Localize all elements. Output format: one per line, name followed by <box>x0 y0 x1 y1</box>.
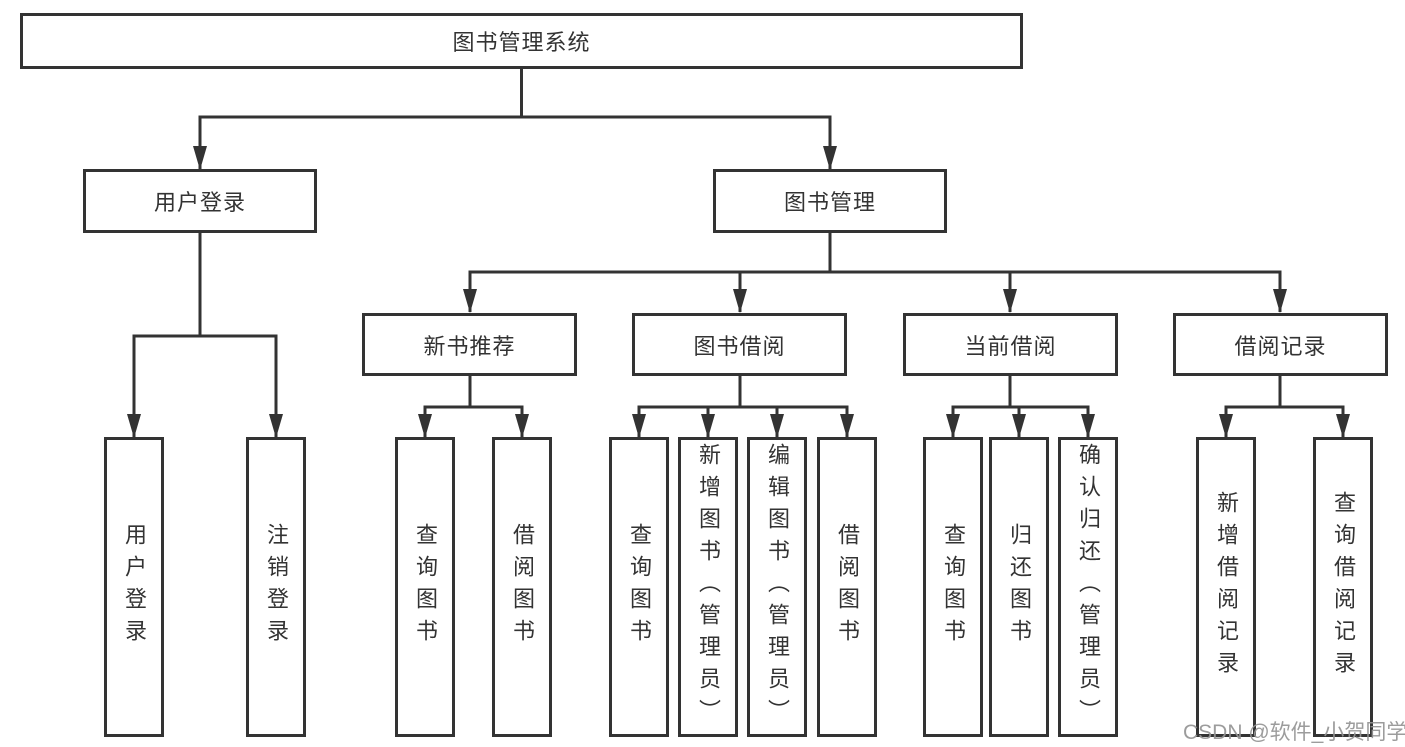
node-cb-confirm-return-admin-label: 确认归还（管理员） <box>1076 443 1101 731</box>
node-root-label: 图书管理系统 <box>452 30 591 55</box>
watermark: CSDN @软件_小贺同学 <box>1183 721 1405 744</box>
node-current-borrow: 当前借阅 <box>903 313 1118 376</box>
node-current-borrow-label: 当前借阅 <box>964 333 1057 359</box>
node-br-add-record-label: 新增借阅记录 <box>1214 491 1239 683</box>
node-root: 图书管理系统 <box>20 13 1023 69</box>
node-book-borrow-label: 图书借阅 <box>693 333 786 359</box>
node-br-query-record-label: 查询借阅记录 <box>1331 491 1356 683</box>
node-bb-borrow-books: 借阅图书 <box>817 437 877 737</box>
node-cb-query-books: 查询图书 <box>923 437 983 737</box>
node-bb-add-books-admin: 新增图书（管理员） <box>678 437 738 737</box>
node-bb-add-books-admin-label: 新增图书（管理员） <box>696 443 721 731</box>
node-book-management: 图书管理 <box>713 169 947 233</box>
node-cb-confirm-return-admin: 确认归还（管理员） <box>1058 437 1118 737</box>
node-br-add-record: 新增借阅记录 <box>1196 437 1256 737</box>
node-nbr-query-books-label: 查询图书 <box>413 523 438 651</box>
node-bb-borrow-books-label: 借阅图书 <box>835 523 860 651</box>
node-nbr-borrow-books: 借阅图书 <box>492 437 552 737</box>
node-leaf-user-login-label: 用户登录 <box>122 523 147 651</box>
node-leaf-user-login: 用户登录 <box>104 437 164 737</box>
node-bb-query-books-label: 查询图书 <box>627 523 652 651</box>
node-nbr-query-books: 查询图书 <box>395 437 455 737</box>
node-book-management-label: 图书管理 <box>783 190 876 215</box>
node-br-query-record: 查询借阅记录 <box>1313 437 1373 737</box>
node-borrow-record: 借阅记录 <box>1173 313 1388 376</box>
node-leaf-logout: 注销登录 <box>246 437 306 737</box>
node-new-book-recommend-label: 新书推荐 <box>423 333 516 359</box>
node-leaf-logout-label: 注销登录 <box>264 523 289 651</box>
node-new-book-recommend: 新书推荐 <box>362 313 577 376</box>
node-user-login: 用户登录 <box>83 169 317 233</box>
node-borrow-record-label: 借阅记录 <box>1234 333 1327 359</box>
node-bb-edit-books-admin-label: 编辑图书（管理员） <box>765 443 790 731</box>
node-cb-return-books: 归还图书 <box>989 437 1049 737</box>
node-cb-query-books-label: 查询图书 <box>941 523 966 651</box>
node-nbr-borrow-books-label: 借阅图书 <box>510 523 535 651</box>
node-cb-return-books-label: 归还图书 <box>1007 523 1032 651</box>
node-bb-edit-books-admin: 编辑图书（管理员） <box>747 437 807 737</box>
node-user-login-label: 用户登录 <box>153 190 246 215</box>
node-book-borrow: 图书借阅 <box>632 313 847 376</box>
node-bb-query-books: 查询图书 <box>609 437 669 737</box>
